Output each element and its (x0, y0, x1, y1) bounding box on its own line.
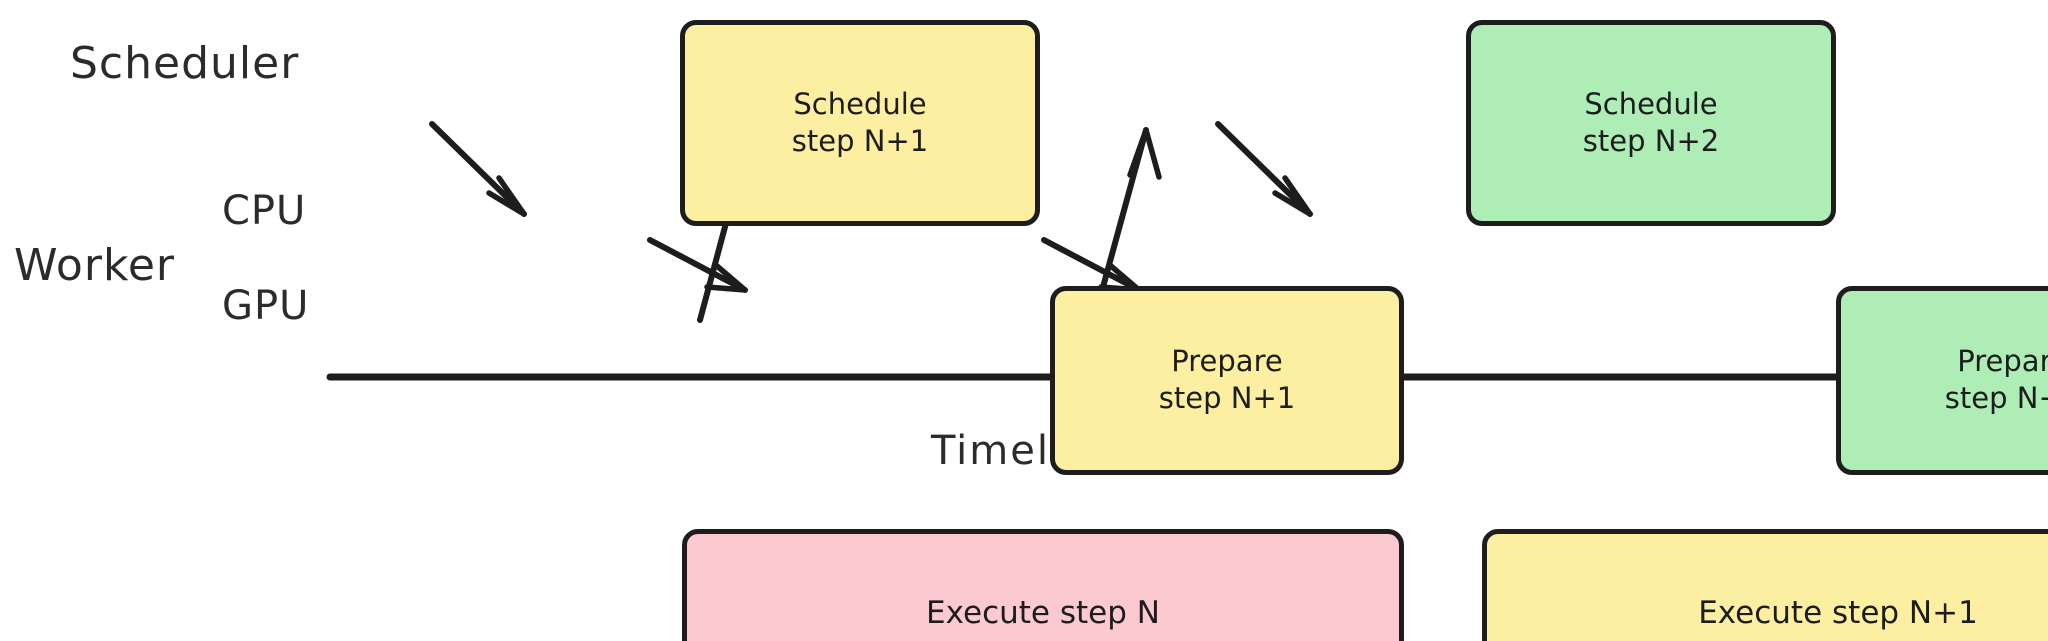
node-exec-n1[interactable]: Execute step N+1 (1482, 529, 2048, 641)
edge-schedule-n1-to-prepare-n1 (429, 121, 527, 217)
edge-prepare-n1-to-execute-n1 (647, 237, 748, 293)
node-sched-n2[interactable]: Schedule step N+2 (1466, 19, 1836, 226)
timeline-axis-label: Timeline (930, 428, 1118, 474)
lane-label-cpu: CPU (222, 188, 307, 234)
node-label: Prepare step N+1 (1158, 344, 1296, 416)
lane-label-worker: Worker (14, 240, 176, 291)
edge-schedule-n3-to-prepare-n3 (1215, 121, 1313, 217)
node-prep-n2[interactable]: Prepare step N+2 (1836, 285, 2048, 476)
node-label: Schedule step N+1 (791, 86, 929, 158)
node-label: Execute step N (926, 595, 1160, 632)
lane-label-gpu: GPU (222, 283, 310, 329)
node-prep-n1[interactable]: Prepare step N+1 (1050, 285, 1404, 476)
lane-label-scheduler: Scheduler (70, 38, 300, 89)
node-sched-n1[interactable]: Schedule step N+1 (680, 19, 1040, 226)
edge-prepare-n2-to-execute-n2 (1041, 237, 1142, 293)
node-label: Prepare step N+2 (1944, 344, 2048, 416)
node-exec-n[interactable]: Execute step N (682, 529, 1404, 641)
node-label: Schedule step N+2 (1582, 86, 1720, 158)
node-label: Execute step N+1 (1698, 595, 1978, 632)
